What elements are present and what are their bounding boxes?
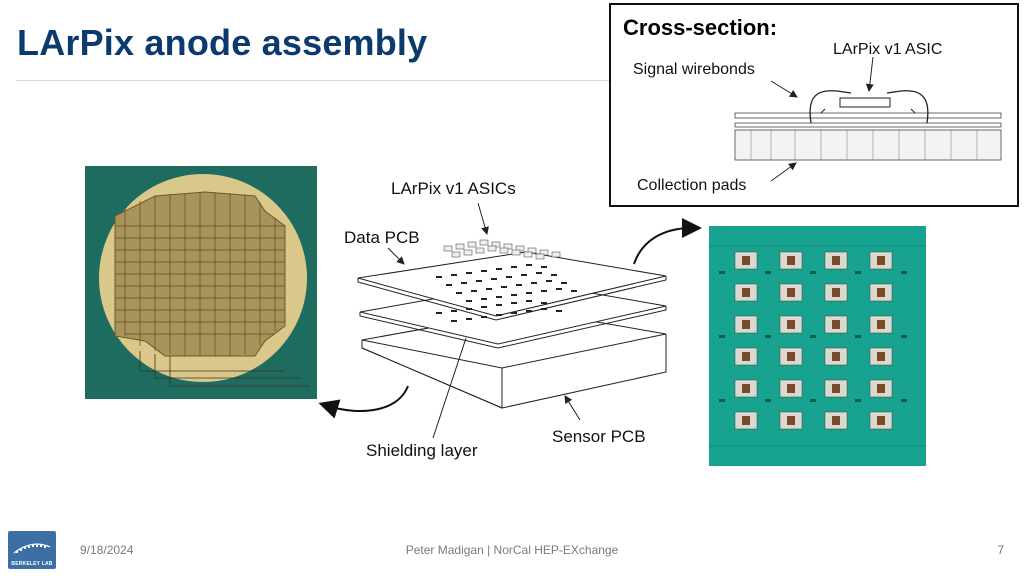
- cross-section-wirebonds-label: Signal wirebonds: [633, 61, 755, 78]
- data-pcb-label: Data PCB: [344, 228, 420, 247]
- footer-presenter: Peter Madigan | NorCal HEP-EXchange: [405, 543, 619, 557]
- anode-pixel-image: [85, 166, 317, 399]
- sensor-pcb-label: Sensor PCB: [552, 427, 646, 446]
- asics-label: LArPix v1 ASICs: [391, 179, 516, 198]
- page-number: 7: [997, 543, 1004, 557]
- curved-arrow-left-icon: [318, 385, 409, 419]
- anode-pixel-photo: [85, 166, 317, 399]
- slide-title: LArPix anode assembly: [17, 22, 428, 63]
- footer-date: 9/18/2024: [80, 543, 134, 557]
- berkeley-lab-logo: BERKELEY LAB: [8, 531, 56, 569]
- curved-arrow-right-icon: [633, 218, 702, 265]
- exploded-stack-diagram: [357, 239, 667, 409]
- logo-text: BERKELEY LAB: [11, 561, 53, 567]
- asic-board-photo: [709, 226, 926, 466]
- cross-section-pads-label: Collection pads: [637, 177, 747, 194]
- cross-section-panel: Cross-section: LArPix v1 ASIC Signal wir…: [609, 3, 1019, 207]
- cross-section-asic-label: LArPix v1 ASIC: [833, 41, 943, 58]
- cross-section-drawing: [734, 56, 1002, 182]
- title-divider: [16, 80, 1016, 81]
- asic-board-image: [709, 226, 926, 466]
- shielding-layer-label: Shielding layer: [366, 441, 478, 460]
- cross-section-heading: Cross-section:: [623, 15, 778, 40]
- berkeley-lab-logo-mark: [13, 543, 51, 554]
